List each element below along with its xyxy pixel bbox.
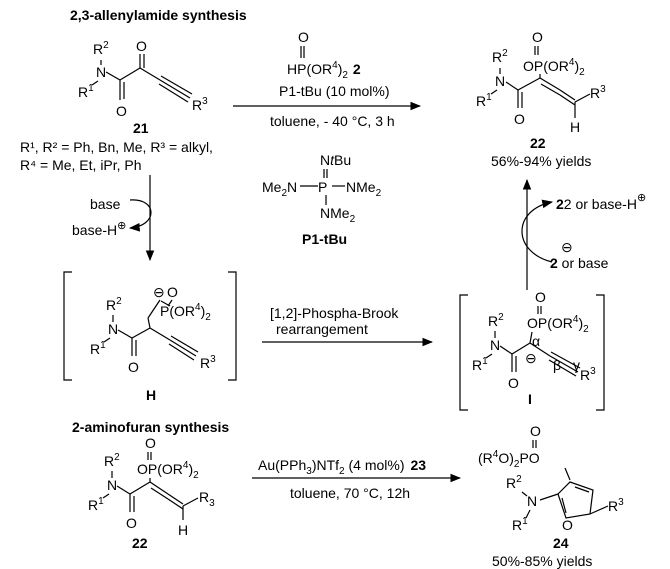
base-h-label: base-H⊕ [72, 220, 126, 238]
intermediate-H: ⊖ O P(OR4)2 R2 N R1 O R3 H [63, 271, 237, 403]
svg-text:R1: R1 [472, 356, 488, 373]
c21-r2: R2 [93, 40, 109, 57]
c21-n: N [96, 64, 106, 80]
svg-text:R3: R3 [590, 84, 606, 101]
svg-text:R1: R1 [476, 92, 492, 109]
svg-text:N: N [108, 321, 118, 337]
svg-text:γ: γ [573, 357, 580, 373]
p1-tbu-label: P1-tBu [302, 231, 347, 247]
c21-r3: R3 [192, 96, 208, 113]
c22-label: 22 [530, 135, 546, 151]
arrow3-conditions: toluene, 70 °C, 12h [290, 485, 410, 501]
I-label: I [528, 391, 532, 407]
svg-text:⊖: ⊖ [561, 239, 573, 255]
substituents-line2: R⁴ = Me, Et, iPr, Ph [20, 157, 142, 173]
c21-o-bottom: O [116, 103, 127, 119]
furan-o: O [562, 517, 573, 533]
svg-text:NMe2: NMe2 [320, 205, 356, 225]
svg-text:R3: R3 [200, 354, 216, 371]
svg-text:R2: R2 [492, 48, 508, 65]
svg-text:R2: R2 [106, 296, 122, 313]
svg-text:R2: R2 [104, 452, 120, 469]
H-label: H [146, 387, 156, 403]
svg-text:α: α [532, 333, 540, 349]
c21-o-top: O [136, 38, 147, 54]
svg-text:NtBu: NtBu [320, 152, 351, 168]
svg-text:O: O [126, 515, 137, 531]
svg-text:O: O [532, 29, 543, 45]
svg-text:Me2N: Me2N [262, 179, 297, 199]
c21-r1: R1 [78, 83, 94, 100]
svg-text:R1: R1 [512, 516, 528, 533]
svg-text:R2: R2 [506, 474, 522, 491]
svg-text:N: N [527, 493, 537, 509]
svg-text:O: O [535, 289, 546, 305]
svg-text:N: N [490, 337, 500, 353]
svg-text:R3: R3 [199, 489, 215, 509]
svg-text:P(OR4)2: P(OR4)2 [160, 302, 211, 323]
c22-yield: 56%-94% yields [491, 153, 591, 169]
svg-text:(R4O)2PO: (R4O)2PO [478, 449, 540, 470]
heading-allenylamide: 2,3-allenylamide synthesis [70, 7, 247, 23]
svg-text:O: O [145, 435, 156, 451]
svg-text:R1: R1 [88, 496, 104, 513]
svg-text:H: H [178, 522, 188, 538]
arrow1-conditions: toluene, - 40 °C, 3 h [270, 113, 395, 129]
compound-24: O (R4O)2PO O R3 R2 N R1 24 50%-85% yield… [478, 423, 624, 569]
pb-line1: [1,2]-Phospha-Brook [270, 305, 399, 321]
intermediate-I: O OP(OR4)2 α β γ R2 N R1 O ⊖ R3 I [459, 289, 605, 411]
compound-22-bottom: O OP(OR4)2 R2 N R1 O H R3 22 [88, 435, 215, 551]
svg-text:O: O [508, 375, 519, 391]
svg-text:N: N [495, 73, 505, 89]
svg-text:H: H [570, 119, 580, 135]
heading-aminofuran: 2-aminofuran synthesis [72, 419, 229, 435]
arrow1-catalyst: P1-tBu (10 mol%) [279, 83, 389, 99]
svg-text:OP(OR4)2: OP(OR4)2 [137, 460, 199, 481]
c24-yield: 50%-85% yields [492, 553, 592, 569]
pb-line2: rearrangement [276, 321, 368, 337]
svg-text:O: O [167, 284, 178, 300]
up-left-label: 2 or base [550, 255, 609, 271]
c21-label: 21 [133, 120, 149, 136]
svg-text:O: O [128, 359, 139, 375]
c24-label: 24 [553, 535, 569, 551]
protonation-arrow: 22 or base-H⊕ ⊖ 2 or base [521, 178, 646, 290]
svg-text:R1: R1 [90, 340, 106, 357]
p1-tbu-structure: NtBu Me2N P NMe2 NMe2 P1-tBu [262, 152, 382, 247]
compound-22-top: O OP(OR4)2 R2 N R1 O H R3 22 56%-94% yie… [476, 29, 606, 169]
up-right-label: 22 or base-H⊕ [556, 192, 646, 212]
c22-group: OP(OR4)2 [523, 57, 585, 78]
phospha-brook-arrow: [1,2]-Phospha-Brook rearrangement [262, 305, 434, 347]
base-arrow: base base-H⊕ [72, 175, 155, 262]
svg-text:R3: R3 [608, 497, 624, 514]
svg-text:⊖: ⊖ [153, 284, 165, 300]
phosphite-o: O [298, 29, 309, 45]
compound-21: R2 N R1 O O R3 21 [78, 38, 208, 136]
svg-text:O: O [530, 423, 541, 439]
svg-text:R2: R2 [488, 312, 504, 329]
arrow3-catalyst: Au(PPh3)NTf2 (4 mol%)23 [258, 457, 426, 477]
svg-text:OP(OR4)2: OP(OR4)2 [527, 314, 589, 335]
svg-text:⊖: ⊖ [525, 350, 537, 366]
arrow-22-to-24: Au(PPh3)NTf2 (4 mol%)23 toluene, 70 °C, … [252, 457, 462, 501]
svg-text:N: N [107, 477, 117, 493]
substituents-line1: R¹, R² = Ph, Bn, Me, R³ = alkyl, [20, 139, 213, 155]
svg-text:R3: R3 [580, 366, 596, 383]
c22b-label: 22 [132, 535, 148, 551]
svg-text:NMe2: NMe2 [346, 179, 382, 199]
svg-text:P: P [318, 179, 327, 195]
svg-text:O: O [514, 111, 525, 127]
base-label: base [90, 196, 121, 212]
